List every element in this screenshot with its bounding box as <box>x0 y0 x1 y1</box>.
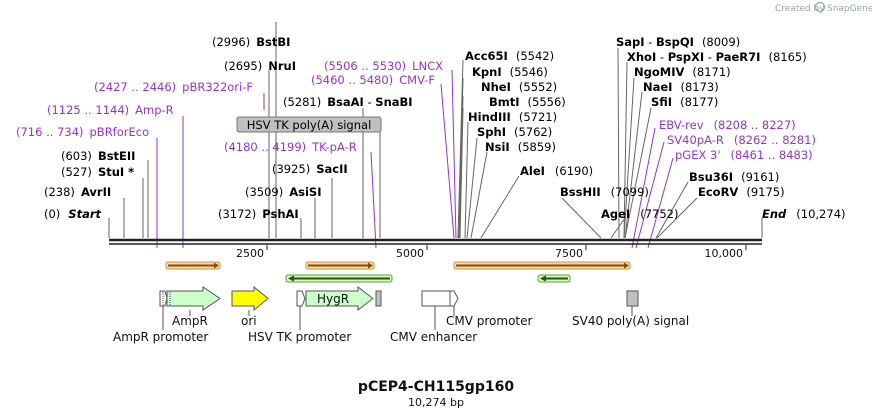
primer-label-amp-r[interactable]: (1125 .. 1144)Amp-R <box>47 103 174 117</box>
enzyme-label-alei[interactable]: AleI(6190) <box>520 164 593 178</box>
cmv-promoter-label: CMV promoter <box>446 314 533 328</box>
primer-label-pbr322ori-f[interactable]: (2427 .. 2446)pBR322ori-F <box>94 80 253 94</box>
primer-label-cmv-f[interactable]: (5460 .. 5480)CMV-F <box>311 73 435 87</box>
enzyme-label-kpni[interactable]: KpnI(5546) <box>472 65 548 79</box>
cmv-enhancer-feature[interactable] <box>421 290 451 307</box>
ori-label: ori <box>241 314 257 328</box>
svg-text:HSV TK poly(A) signal: HSV TK poly(A) signal <box>247 118 372 132</box>
orf-3[interactable] <box>305 261 375 270</box>
sv40-polya-label: SV40 poly(A) signal <box>572 314 689 328</box>
hygr-label: HygR <box>317 292 349 306</box>
hsv-tk-promoter-feature[interactable] <box>296 290 306 307</box>
enzyme-label-sapi-bspqi[interactable]: SapI - BspQI(8009) <box>616 35 740 49</box>
hygr-arrow[interactable]: HygR <box>305 285 374 312</box>
credit-brand: SnapGene <box>827 4 872 14</box>
ampr-promoter-label: AmpR promoter <box>113 330 208 344</box>
enzyme-label-asisi[interactable]: (3509)AsiSI <box>245 185 322 199</box>
enzyme-label-pshai[interactable]: (3172)PshAI <box>218 207 299 221</box>
ruler-tick-2500: 2500 <box>236 247 264 260</box>
enzyme-label-nsii[interactable]: NsiI(5859) <box>485 140 556 154</box>
orf-2-reverse[interactable] <box>285 274 393 283</box>
start-label[interactable]: (0)Start <box>44 207 102 221</box>
cmv-promoter-feature[interactable] <box>449 290 459 307</box>
end-label[interactable]: End(10,274) <box>762 207 846 221</box>
site-labels: (2996)BstBI (2695)NruI (5281)BsaAI - Sna… <box>16 35 846 221</box>
orf-arrows <box>165 261 631 283</box>
primer-connectors <box>156 69 674 249</box>
snapgene-logo-icon <box>814 1 826 13</box>
enzyme-label-acc65i[interactable]: Acc65I(5542) <box>465 49 554 63</box>
enzyme-label-agei[interactable]: AgeI(7752) <box>601 207 678 221</box>
enzyme-label-nhei[interactable]: NheI(5552) <box>481 80 557 94</box>
enzyme-label-sacii[interactable]: (3925)SacII <box>272 162 348 176</box>
enzyme-label-bsteii[interactable]: (603)BstEII <box>61 149 135 163</box>
ruler-tick-7500: 7500 <box>555 247 583 260</box>
feature-labels: AmpR AmpR promoter ori HSV TK promoter C… <box>113 306 689 344</box>
enzyme-label-sfii[interactable]: SfiI(8177) <box>651 95 718 109</box>
hsv-tk-polya-feature[interactable] <box>375 290 382 307</box>
primer-label-pgex3[interactable]: pGEX 3'(8461 .. 8483) <box>675 148 813 162</box>
enzyme-label-ecorv[interactable]: EcoRV(9175) <box>698 185 785 199</box>
enzyme-label-stui[interactable]: (527)StuI * <box>61 165 134 179</box>
enzyme-label-xhoi-pspxi-paer7i[interactable]: XhoI - PspXI - PaeR7I(8165) <box>627 50 807 64</box>
enzyme-label-bmti[interactable]: BmtI(5556) <box>489 95 566 109</box>
ampr-promoter-feature[interactable] <box>159 290 168 307</box>
ampr-label: AmpR <box>172 314 208 328</box>
snapgene-credit[interactable]: Created by SnapGene <box>775 1 872 15</box>
enzyme-label-bstbi[interactable]: (2996)BstBI <box>212 35 290 49</box>
sv40-polya-feature[interactable] <box>626 290 639 307</box>
map-length: 10,274 bp <box>408 396 464 409</box>
enzyme-label-ngomiv[interactable]: NgoMIV(8171) <box>634 65 731 79</box>
primer-label-tk-pa-r[interactable]: (4180 .. 4199)TK-pA-R <box>224 140 357 154</box>
credit-prefix: Created by <box>775 4 825 14</box>
enzyme-label-avrii[interactable]: (238)AvrII <box>44 185 111 199</box>
ruler-tick-5000: 5000 <box>396 247 424 260</box>
primer-label-ebv-rev[interactable]: EBV-rev(8208 .. 8227) <box>659 118 796 132</box>
primer-label-lncx[interactable]: (5506 .. 5530)LNCX <box>324 59 443 73</box>
enzyme-label-bsu36i[interactable]: Bsu36I(9161) <box>689 170 779 184</box>
enzyme-label-bsshii[interactable]: BssHII(7099) <box>560 185 649 199</box>
enzyme-label-bsaai-snabi[interactable]: (5281)BsaAI - SnaBI <box>283 95 413 109</box>
ruler-tick-10000: 10,000 <box>705 247 744 260</box>
cmv-enhancer-label: CMV enhancer <box>390 330 477 344</box>
primer-label-sv40pa-r[interactable]: SV40pA-R(8262 .. 8281) <box>667 133 816 147</box>
enzyme-label-hindiii[interactable]: HindIII(5721) <box>468 110 557 124</box>
features: HygR <box>159 285 639 312</box>
hsv-tk-polya-box[interactable]: HSV TK poly(A) signal <box>236 116 382 238</box>
enzyme-label-sphi[interactable]: SphI(5762) <box>477 125 552 139</box>
map-title: pCEP4-CH115gp160 <box>358 379 514 395</box>
ori-arrow[interactable] <box>231 285 269 312</box>
ampr-arrow[interactable] <box>166 286 221 311</box>
orf-1[interactable] <box>165 261 221 270</box>
enzyme-label-naei[interactable]: NaeI(8173) <box>643 80 719 94</box>
ruler: 2500 5000 7500 10,000 <box>236 245 747 260</box>
orf-5-reverse[interactable] <box>537 274 571 283</box>
orf-4[interactable] <box>453 261 631 270</box>
hsv-tk-promoter-label: HSV TK promoter <box>248 330 351 344</box>
enzyme-label-nrui[interactable]: (2695)NruI <box>224 59 296 73</box>
enzyme-connectors <box>108 22 763 239</box>
backbone <box>109 238 762 245</box>
primer-label-pbrforeco[interactable]: (716 .. 734)pBRforEco <box>16 125 149 139</box>
